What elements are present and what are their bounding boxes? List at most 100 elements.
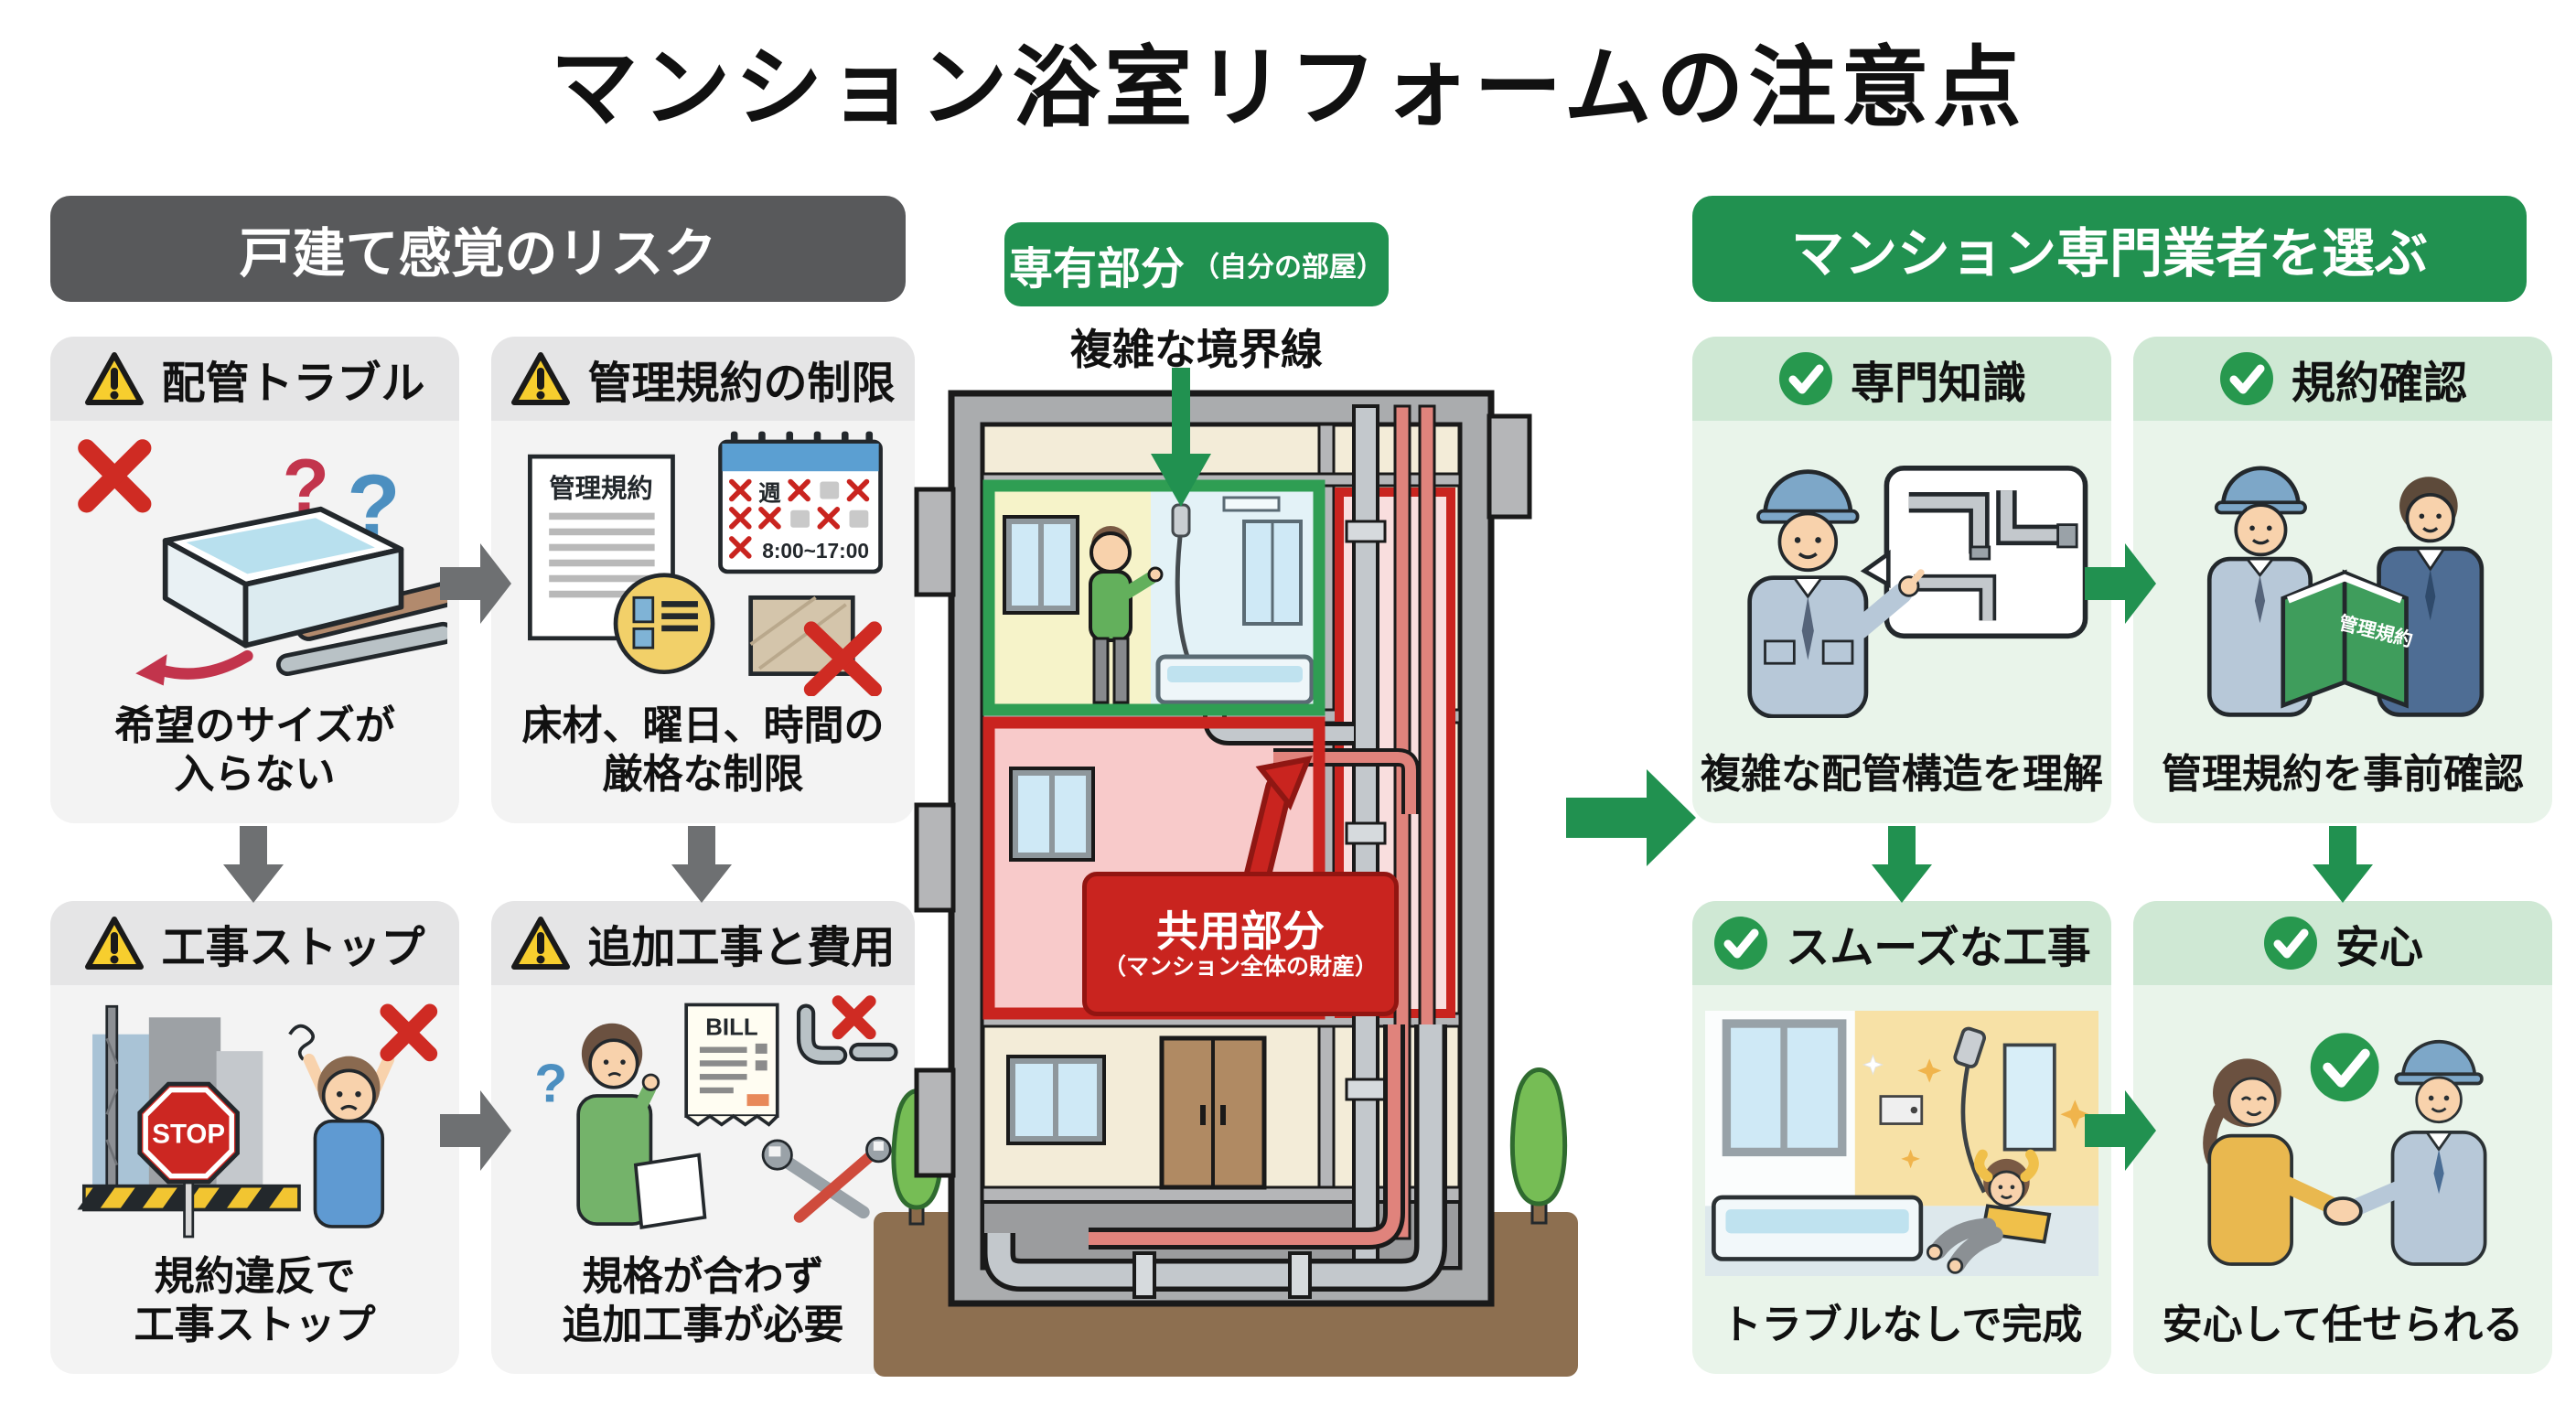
floor-sample [748, 595, 882, 696]
worker-figure [1747, 469, 1925, 719]
main-flow-arrow [1566, 769, 1696, 866]
card-smooth-construction-header: スムーズな工事 [1692, 901, 2111, 985]
distressed-man [288, 1024, 395, 1228]
check-icon [2263, 917, 2317, 970]
new-bathroom-illustration [1704, 1010, 2099, 1276]
contractor-man [2342, 1039, 2487, 1266]
window [1009, 767, 1095, 862]
rulebook: 管理規約 [2281, 569, 2415, 709]
card-rules-restriction-header: 管理規約の制限 [491, 337, 915, 421]
card-title: 工事ストップ [161, 924, 425, 972]
shower [1953, 1026, 1986, 1194]
card-caption: 規格が合わず 追加工事が必要 [562, 1253, 844, 1348]
flow-arrow-right [2085, 1090, 2156, 1171]
card-construction-stop: 工事ストップ [50, 901, 459, 1374]
risk-section-header-label: 戸建て感覚のリスク [239, 224, 717, 284]
card-peace-of-mind-art [2133, 985, 2552, 1301]
shared-part-label: 共用部分 （マンション全体の財産） [1082, 872, 1399, 1016]
flow-arrow-right [440, 543, 511, 624]
balcony-tab [914, 802, 956, 913]
underground-pipes [982, 1024, 1447, 1299]
card-title: 安心 [2334, 924, 2423, 972]
svg-text:週: 週 [758, 480, 781, 506]
svg-text:STOP: STOP [153, 1120, 226, 1150]
card-peace-of-mind-header: 安心 [2133, 901, 2552, 985]
bill-tools-illustration: ? BILL [534, 995, 898, 1229]
card-rules-check: 規約確認 [2133, 337, 2552, 823]
window [1003, 515, 1079, 615]
card-caption: 管理規約を事前確認 [2162, 752, 2524, 798]
flow-arrow-down [223, 826, 284, 903]
flow-arrow-right [2085, 543, 2156, 624]
expert-worker-illustration [1747, 466, 2088, 719]
svg-text:BILL: BILL [705, 1015, 757, 1041]
card-title: スムーズな工事 [1786, 924, 2091, 972]
owned-part-label-text: 専有部分 [1008, 245, 1185, 294]
flow-arrow-down [1872, 826, 1932, 903]
thinking-man [576, 1023, 707, 1229]
card-caption: 安心して任せられる [2162, 1303, 2524, 1348]
card-title: 配管トラブル [161, 359, 425, 408]
card-peace-of-mind: 安心 [2133, 901, 2552, 1374]
svg-text:管理規約: 管理規約 [549, 473, 653, 503]
flow-arrow-right [440, 1090, 511, 1171]
card-title: 専門知識 [1850, 359, 2026, 408]
relaxing-woman [1926, 1149, 2052, 1274]
window [1006, 1055, 1106, 1145]
shared-part-label-sub: （マンション全体の財産） [1102, 953, 1378, 980]
card-piping-trouble-header: 配管トラブル [50, 337, 459, 421]
shared-pointer-arrow [1243, 756, 1313, 892]
page-title: マンション浴室リフォームの注意点 [550, 39, 2026, 137]
card-caption: 希望のサイズが 入らない [114, 702, 395, 798]
rotate-arrow-icon [135, 650, 254, 686]
check-icon [1714, 917, 1768, 970]
bathroom-fixtures [1155, 496, 1315, 705]
stop-sign: STOP [137, 1081, 241, 1239]
rules-calendar-illustration: 管理規約 [527, 431, 883, 696]
card-title: 追加工事と費用 [587, 924, 896, 972]
checklist-badge [613, 573, 715, 674]
entrance-door [1159, 1035, 1267, 1190]
risk-section-header: 戸建て感覚のリスク [50, 196, 906, 302]
crossed-wrenches [761, 1136, 892, 1223]
owned-zone-border [982, 479, 1326, 716]
card-extra-cost-art: ? BILL [491, 985, 915, 1252]
card-caption: 床材、曜日、時間の 厳格な制限 [521, 702, 885, 798]
flow-arrow-down [2313, 826, 2373, 903]
card-expertise-art [1692, 421, 2111, 750]
card-smooth-construction: スムーズな工事 [1692, 901, 2111, 1374]
balcony-tab [914, 487, 956, 597]
shared-part-label-text: 共用部分 [1156, 906, 1325, 955]
card-expertise-header: 専門知識 [1692, 337, 2111, 421]
card-construction-stop-header: 工事ストップ [50, 901, 459, 985]
choose-section-header: マンション専門業者を選ぶ [1692, 196, 2527, 302]
svg-text:8:00~17:00: 8:00~17:00 [762, 539, 869, 563]
boundary-arrow-down [1151, 368, 1211, 507]
boundary-note: 複雑な境界線 [1070, 326, 1323, 373]
check-icon [1778, 352, 1832, 405]
handshake-illustration [2202, 1032, 2487, 1266]
rules-document: 管理規約 [527, 454, 675, 640]
card-smooth-construction-art [1692, 985, 2111, 1301]
card-extra-cost: 追加工事と費用 ? BILL [491, 901, 915, 1374]
bill-receipt: BILL [684, 1003, 779, 1127]
resident-figure [1089, 526, 1164, 704]
bathtub-pipes-illustration: ? ? [78, 439, 447, 686]
check-circle-icon [2310, 1032, 2379, 1101]
owned-part-label-sub: （自分の部屋） [1192, 252, 1384, 283]
tree-right [1509, 1067, 1568, 1225]
card-extra-cost-header: 追加工事と費用 [491, 901, 915, 985]
warning-icon [511, 352, 571, 405]
bathtub [1711, 1195, 1923, 1261]
card-construction-stop-art: STOP [50, 985, 459, 1252]
card-piping-trouble-art: ? ? [50, 421, 459, 702]
owned-part-label: 専有部分 （自分の部屋） [1004, 222, 1389, 306]
warning-icon [511, 917, 571, 970]
rulebook-reading-illustration: 管理規約 [2206, 466, 2484, 717]
warning-icon [85, 352, 145, 405]
card-piping-trouble: 配管トラブル ? ? [50, 337, 459, 823]
sparkle-icon [1862, 1053, 2089, 1168]
card-title: 管理規約の制限 [587, 359, 896, 408]
card-rules-restriction-art: 管理規約 [491, 421, 915, 702]
card-caption: 規約違反で 工事ストップ [134, 1253, 376, 1348]
